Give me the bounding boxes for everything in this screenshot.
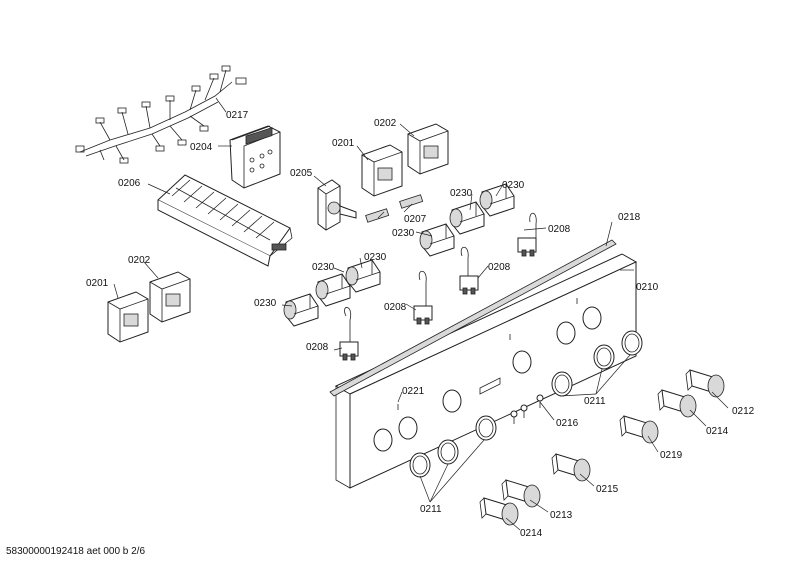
label-0219: 0219 <box>660 450 683 461</box>
switch-0202-upper <box>407 123 449 175</box>
label-0213: 0213 <box>550 510 573 521</box>
label-0221: 0221 <box>402 386 425 397</box>
label-0208-b: 0208 <box>488 262 511 273</box>
label-0202-upper: 0202 <box>374 118 397 129</box>
timer-module <box>229 125 281 189</box>
microswitches-0208 <box>339 212 537 361</box>
label-0202-lower: 0202 <box>128 255 151 266</box>
label-0230-d: 0230 <box>312 262 335 273</box>
connectors-0207 <box>365 194 424 223</box>
label-0230-f: 0230 <box>254 298 277 309</box>
label-0208-a: 0208 <box>548 224 571 235</box>
control-panel <box>329 239 638 489</box>
label-0204: 0204 <box>190 142 213 153</box>
switch-0202-lower <box>149 271 191 323</box>
label-0215: 0215 <box>596 484 619 495</box>
label-0208-c: 0208 <box>384 302 407 313</box>
label-0206: 0206 <box>118 178 141 189</box>
label-0211-left: 0211 <box>420 504 442 515</box>
switch-0201-upper <box>361 144 403 197</box>
rotary-switch-0205 <box>317 179 357 231</box>
screws-0216 <box>510 394 544 424</box>
label-0216: 0216 <box>556 418 579 429</box>
label-0207: 0207 <box>404 214 427 225</box>
label-0212: 0212 <box>732 406 755 417</box>
label-0218: 0218 <box>618 212 641 223</box>
label-0230-a: 0230 <box>450 188 473 199</box>
document-footer: 58300000192418 aet 000 b 2/6 <box>6 546 146 557</box>
label-0214-right: 0214 <box>706 426 729 437</box>
leader-lines <box>113 97 729 531</box>
label-0230-b: 0230 <box>502 180 525 191</box>
label-0201-upper: 0201 <box>332 138 355 149</box>
label-0211-right: 0211 <box>584 396 606 407</box>
label-0214-left: 0214 <box>520 528 543 539</box>
selector-switches-0230 <box>283 183 515 327</box>
label-0208-d: 0208 <box>306 342 329 353</box>
label-0217: 0217 <box>226 110 249 121</box>
wiring-harness <box>75 65 247 164</box>
part-labels: 0217 0204 0206 0201 0202 0205 0207 0230 … <box>86 110 755 539</box>
terminal-block <box>157 174 293 267</box>
label-0210: 0210 <box>636 282 659 293</box>
label-0205: 0205 <box>290 168 313 179</box>
switch-0201-lower <box>107 291 149 343</box>
control-knobs <box>479 369 725 526</box>
label-0201-lower: 0201 <box>86 278 109 289</box>
label-0230-c: 0230 <box>392 228 415 239</box>
label-0230-e: 0230 <box>364 252 387 263</box>
